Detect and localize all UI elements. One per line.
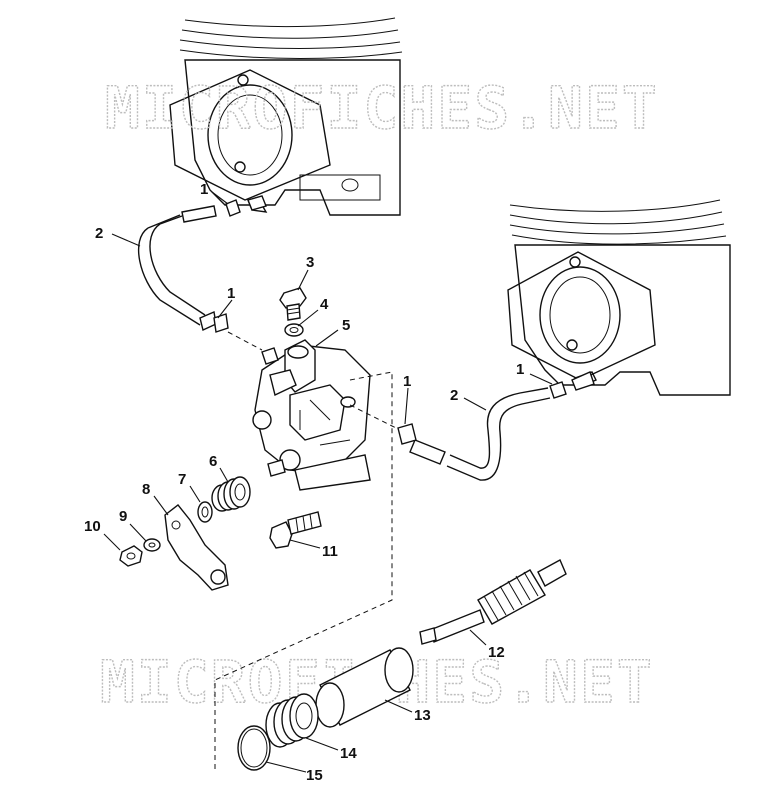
callout-2-right: 2	[450, 387, 458, 404]
o-ring-15	[237, 725, 271, 771]
callout-4: 4	[320, 296, 329, 313]
spring-6	[211, 476, 251, 512]
callout-7: 7	[178, 471, 186, 488]
drive-gear-12	[419, 559, 567, 645]
callout-11: 11	[322, 543, 338, 560]
bolt-3	[279, 287, 307, 321]
washer-4	[284, 323, 304, 337]
leader-lines	[103, 191, 553, 773]
clamp-lower-left	[213, 313, 229, 333]
clamp-upper-right	[549, 381, 567, 399]
clamp-lower-right	[397, 423, 417, 445]
washer-9	[143, 538, 161, 552]
oil-pump-body	[252, 339, 371, 491]
callout-1-top: 1	[200, 181, 208, 198]
callout-10: 10	[84, 518, 101, 535]
bolt-11	[269, 511, 322, 549]
callout-6: 6	[209, 453, 217, 470]
lever-8	[164, 504, 229, 591]
callout-labels: 1 2 3 1 4 5 1 2 1 6 7 8 9 10 11 12 13 14…	[84, 181, 524, 784]
callout-9: 9	[119, 508, 127, 525]
clamp-upper-left	[225, 199, 241, 217]
callout-1-middle-left: 1	[227, 285, 235, 302]
nut-10	[119, 545, 143, 567]
callout-13: 13	[414, 707, 431, 724]
alignment-line	[214, 371, 393, 770]
callout-8: 8	[142, 481, 150, 498]
callout-12: 12	[488, 644, 505, 661]
right-oil-hose	[397, 371, 595, 481]
callout-3: 3	[306, 254, 314, 271]
callout-1-right: 1	[516, 361, 524, 378]
right-cylinder-head	[507, 199, 731, 396]
washer-7	[197, 501, 213, 523]
seal-14	[265, 693, 319, 748]
callout-1-middle-right: 1	[403, 373, 411, 390]
callout-15: 15	[306, 767, 323, 784]
callout-14: 14	[340, 745, 357, 762]
callout-2-left: 2	[95, 225, 103, 242]
watermark-top: MICROFICHES.NET	[105, 74, 659, 142]
left-oil-hose	[137, 195, 267, 351]
callout-5: 5	[342, 317, 350, 334]
sleeve-13	[315, 647, 414, 728]
